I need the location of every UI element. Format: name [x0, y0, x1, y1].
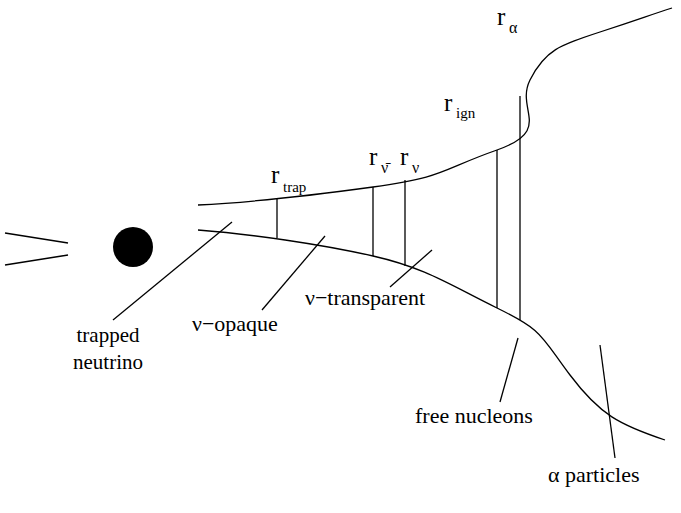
- inflow-line: [5, 255, 68, 265]
- radius-marker: [496, 150, 497, 308]
- radius-subscript: ign: [456, 106, 475, 121]
- radius-subscript: α: [509, 20, 517, 36]
- radius-marker: [404, 180, 405, 266]
- radius-symbol: r: [369, 144, 377, 169]
- region-label: trapped neutrino: [52, 322, 164, 377]
- leader-line: [113, 222, 232, 320]
- radius-symbol: r: [497, 4, 505, 29]
- radius-marker: [519, 96, 520, 320]
- radius-symbol: r: [271, 162, 279, 187]
- radius-marker: [372, 187, 373, 256]
- radius-symbol: r: [400, 144, 408, 169]
- region-label: ν−opaque: [192, 313, 278, 335]
- leader-line: [600, 345, 615, 458]
- region-label: ν−transparent: [305, 287, 425, 309]
- leader-line: [390, 250, 432, 287]
- inflow-line: [5, 233, 68, 243]
- radius-marker: [276, 199, 277, 238]
- radius-symbol: r: [444, 90, 452, 115]
- radius-subscript: trap: [283, 180, 306, 195]
- radius-subscript: ν̄: [381, 160, 388, 176]
- leader-line: [500, 338, 518, 402]
- black-hole: [113, 227, 153, 267]
- disk-upper-surface: [198, 8, 672, 205]
- disk-lower-surface: [198, 230, 665, 440]
- region-label: free nucleons: [415, 405, 533, 427]
- radius-subscript: ν: [412, 160, 419, 176]
- region-label: α particles: [548, 464, 640, 486]
